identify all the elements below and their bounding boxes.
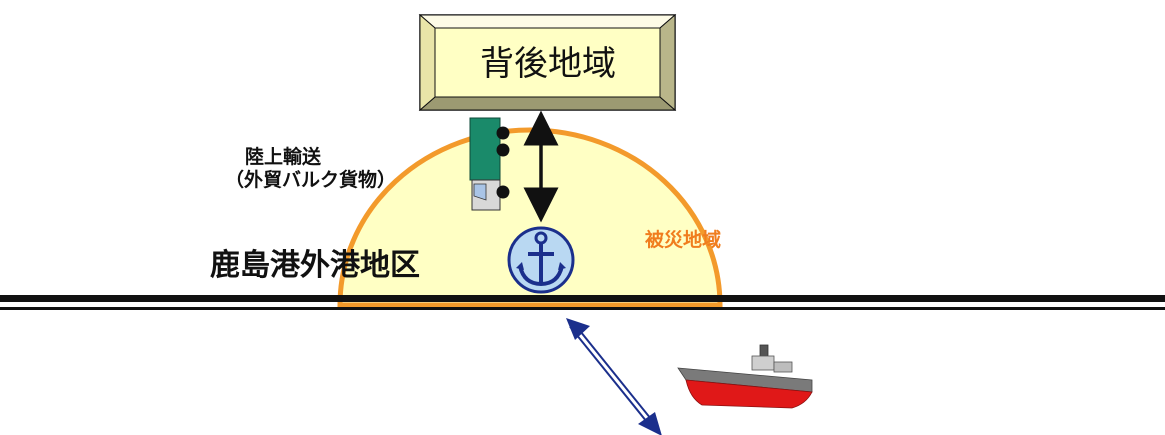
hinterland-box: [418, 13, 677, 112]
land-transport-label: 陸上輸送: [245, 145, 322, 168]
coastline: [0, 295, 1165, 310]
port-area-label: 鹿島港外港地区: [210, 248, 420, 283]
cargo-type-label: （外貿バルク貨物）: [225, 168, 396, 191]
anchor-icon: [507, 226, 575, 294]
ship-icon: [677, 344, 813, 409]
disaster-area-label: 被災地域: [645, 228, 721, 251]
truck-icon: [469, 117, 510, 211]
sea-route-arrow: [566, 318, 662, 435]
hinterland-label: 背後地域: [480, 44, 616, 84]
